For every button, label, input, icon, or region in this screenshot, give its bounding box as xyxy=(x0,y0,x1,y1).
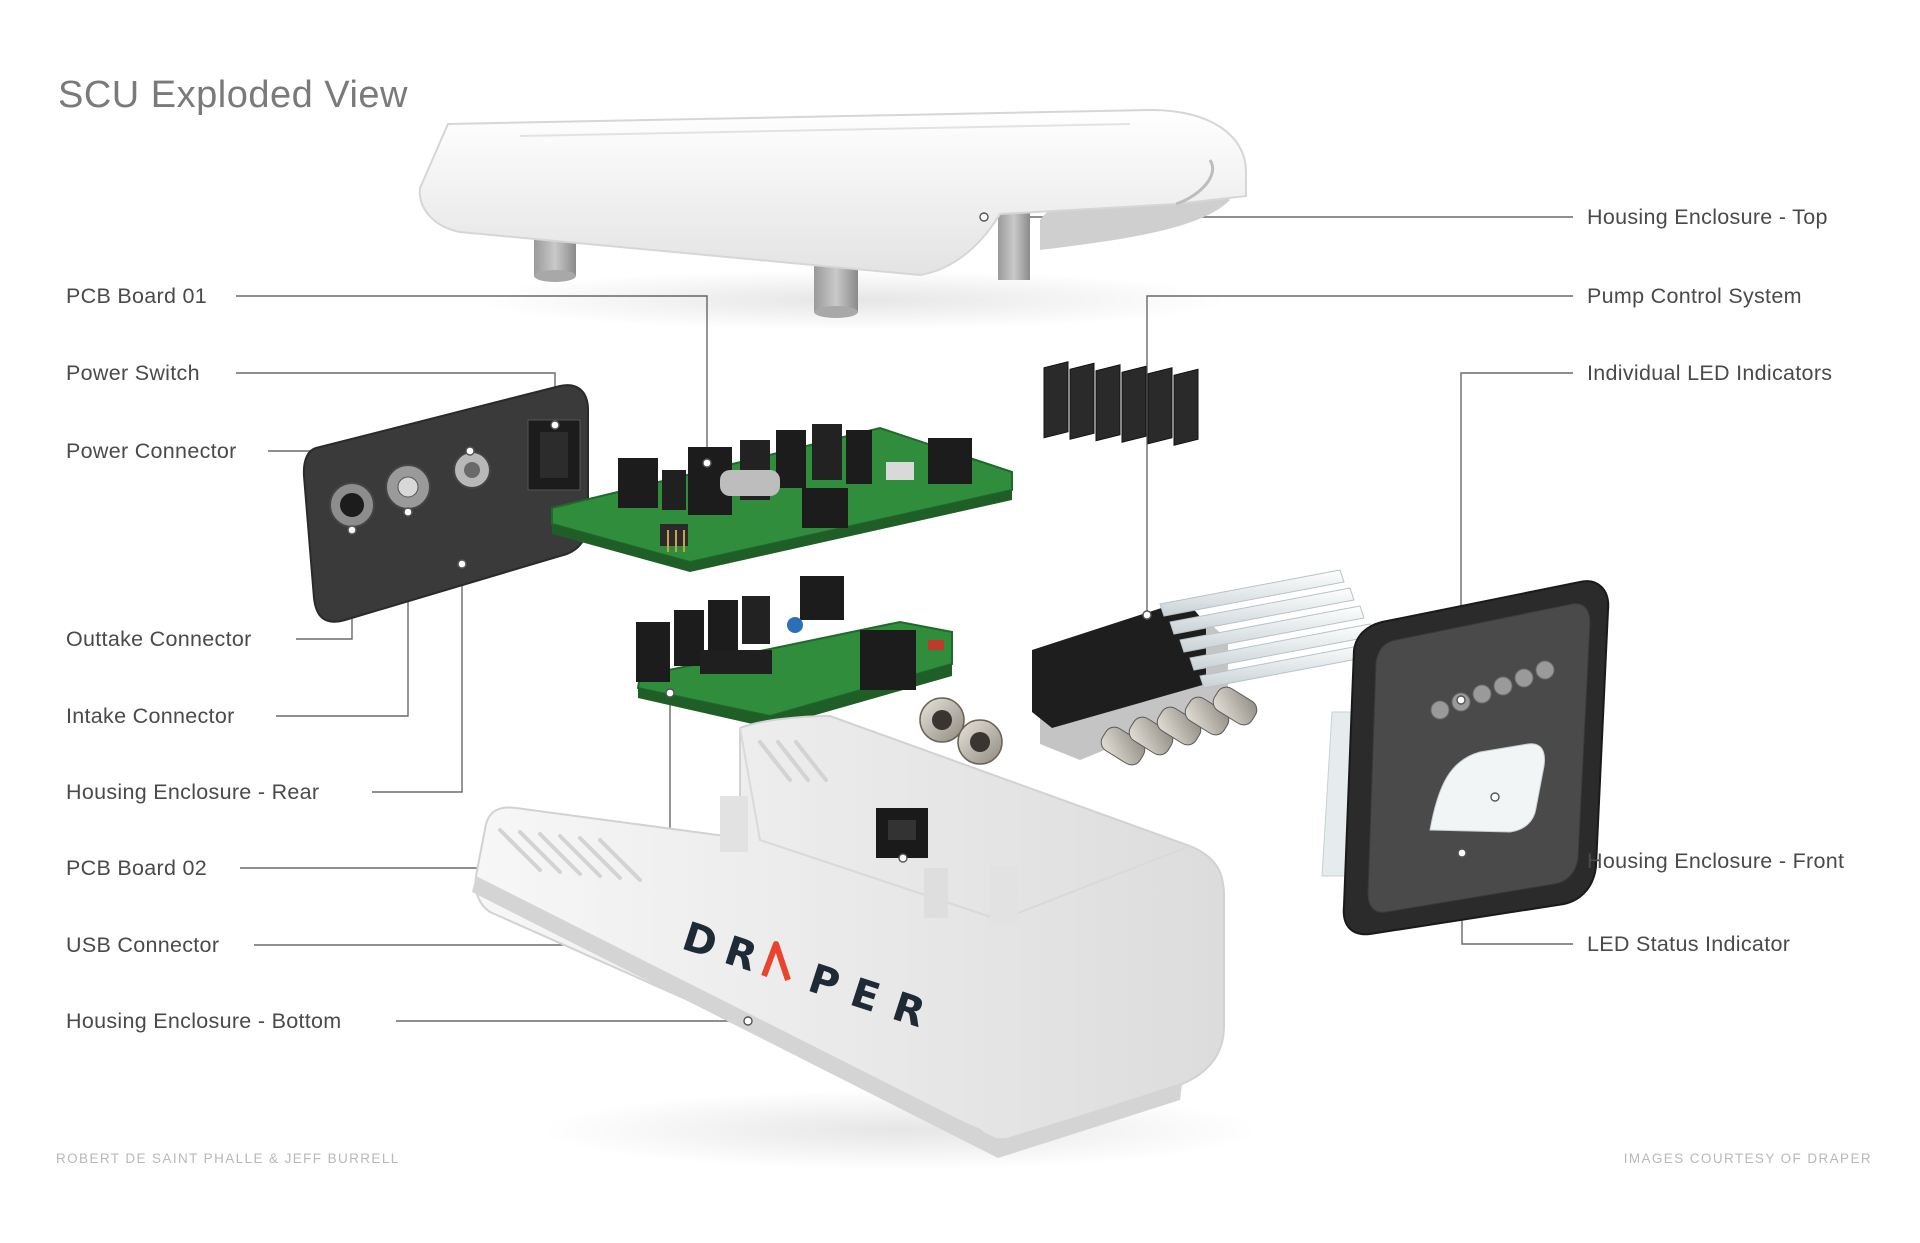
power-switch-part xyxy=(527,419,581,491)
credit-authors: ROBERT DE SAINT PHALLE & JEFF BURRELL xyxy=(56,1151,400,1166)
label-led-indicators: Individual LED Indicators xyxy=(1587,361,1833,385)
label-power-switch: Power Switch xyxy=(66,361,200,385)
individual-led-indicator-row xyxy=(1430,660,1555,720)
label-housing-bottom: Housing Enclosure - Bottom xyxy=(66,1009,342,1033)
leader-led-indicators xyxy=(1460,372,1573,700)
label-intake-connector: Intake Connector xyxy=(66,704,235,728)
led-status-window xyxy=(1429,743,1545,833)
label-pump-control: Pump Control System xyxy=(1587,284,1802,308)
brand-letter-accent xyxy=(761,941,791,981)
pcb-board-01 xyxy=(551,424,1013,572)
housing-top xyxy=(418,108,1247,330)
label-housing-front: Housing Enclosure - Front xyxy=(1587,849,1845,873)
page-title: SCU Exploded View xyxy=(58,74,408,116)
outtake-connector-part xyxy=(329,482,375,535)
label-pcb-board-01: PCB Board 01 xyxy=(66,284,208,308)
usb-connector-part xyxy=(876,808,928,863)
pcb-board-02 xyxy=(636,576,953,728)
credit-images: IMAGES COURTESY OF DRAPER xyxy=(1623,1151,1872,1166)
label-pcb-board-02: PCB Board 02 xyxy=(66,856,208,880)
power-connector-part xyxy=(453,446,491,489)
label-outtake-connector: Outtake Connector xyxy=(66,627,252,651)
label-power-connector: Power Connector xyxy=(66,439,237,463)
leader-pump-control xyxy=(1146,295,1573,615)
housing-top-post xyxy=(998,210,1030,280)
pump-control-system xyxy=(919,361,1385,766)
label-usb-connector: USB Connector xyxy=(66,933,220,957)
label-housing-top: Housing Enclosure - Top xyxy=(1587,205,1828,229)
housing-front-panel xyxy=(1321,580,1610,936)
label-led-status: LED Status Indicator xyxy=(1587,932,1791,956)
intake-connector-part xyxy=(385,464,431,517)
housing-rear-panel xyxy=(302,384,589,623)
label-housing-rear: Housing Enclosure - Rear xyxy=(66,780,320,804)
leader-housing-rear xyxy=(372,564,463,793)
